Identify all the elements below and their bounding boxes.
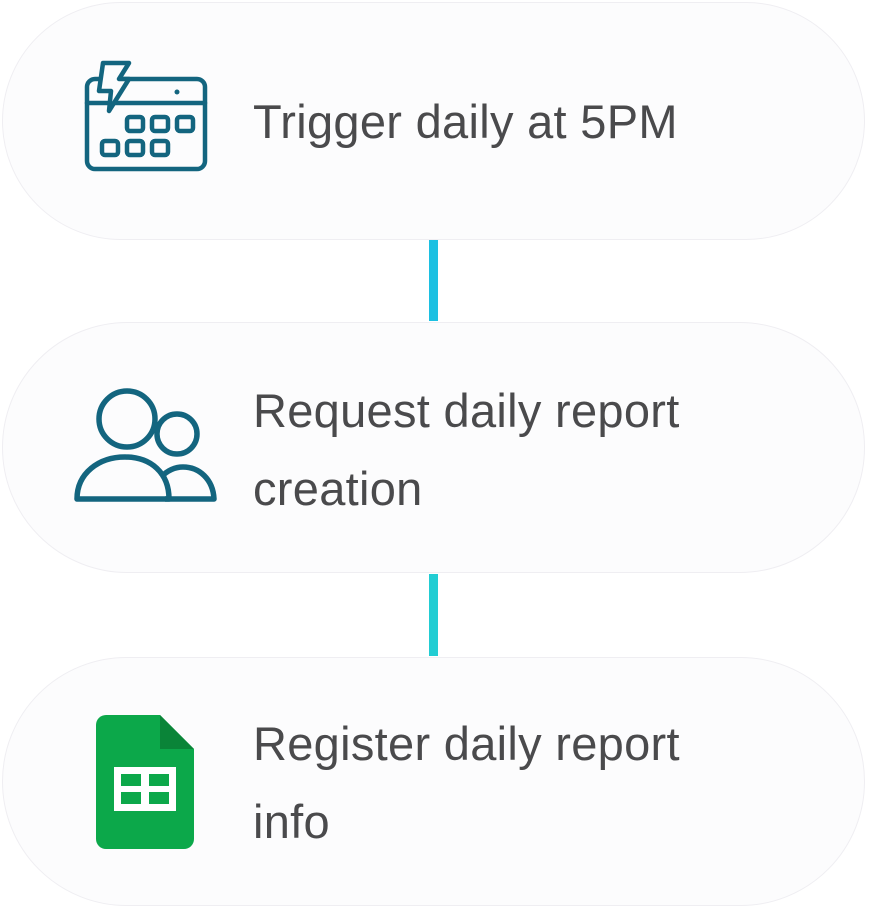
flow-connector	[429, 240, 438, 321]
step-label: Request daily report creation	[253, 384, 680, 515]
step-label: Register daily report info	[253, 717, 680, 848]
google-sheets-icon	[96, 715, 194, 849]
calendar-lightning-icon	[83, 59, 209, 173]
step-card-register-report[interactable]: Register daily report info	[2, 657, 865, 906]
step-label: Trigger daily at 5PM	[253, 95, 678, 148]
step-card-request-report[interactable]: Request daily report creation	[2, 322, 865, 573]
users-icon	[69, 385, 219, 509]
flow-connector	[429, 574, 438, 656]
step-card-trigger[interactable]: Trigger daily at 5PM	[2, 2, 865, 240]
